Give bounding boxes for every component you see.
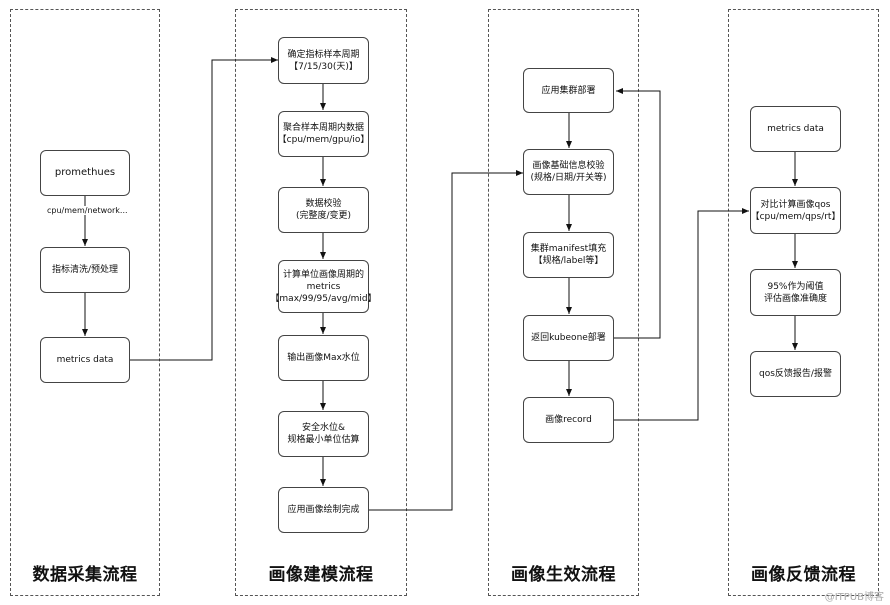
- node-threshold-eval: 95%作为阈值 评估画像准确度: [750, 269, 841, 316]
- lane-profile-feedback: 画像反馈流程: [728, 9, 879, 596]
- edge-draw-basecheck: [369, 170, 523, 511]
- edge-metrics-period: [130, 57, 278, 361]
- node-output-max: 输出画像Max水位: [278, 335, 369, 381]
- node-manifest-fill: 集群manifest填充 【规格/label等】: [523, 232, 614, 278]
- node-compute-metrics: 计算单位画像周期的 metrics 【max/99/95/avg/mid】: [270, 260, 377, 313]
- node-metrics-data-feedback: metrics data: [750, 106, 841, 152]
- node-sample-period: 确定指标样本周期 【7/15/30(天)】: [278, 37, 369, 84]
- lane-title-effect: 画像生效流程: [511, 565, 616, 585]
- node-metrics-data: metrics data: [40, 337, 130, 383]
- edge-record-qos: [614, 208, 749, 421]
- node-safety-level: 安全水位& 规格最小单位估算: [278, 411, 369, 457]
- edge-label-metrics-types: cpu/mem/network...: [47, 206, 128, 215]
- node-metric-cleaning: 指标清洗/预处理: [40, 247, 130, 293]
- node-qos-compare: 对比计算画像qos 【cpu/mem/qps/rt】: [750, 187, 841, 234]
- lane-data-collection: 数据采集流程: [10, 9, 160, 596]
- edge-kubeone-deploy: [614, 88, 661, 339]
- node-kubeone-deploy: 返回kubeone部署: [523, 315, 614, 361]
- node-qos-report: qos反馈报告/报警: [750, 351, 841, 397]
- node-data-validation: 数据校验 (完整度/变更): [278, 187, 369, 233]
- node-cluster-deploy: 应用集群部署: [523, 68, 614, 113]
- lane-title-feedback: 画像反馈流程: [751, 565, 856, 585]
- lane-profile-effect: 画像生效流程: [488, 9, 639, 596]
- lane-profile-modeling: 画像建模流程: [235, 9, 407, 596]
- node-aggregate-data: 聚合样本周期内数据 【cpu/mem/gpu/io】: [278, 111, 369, 157]
- lane-title-collection: 数据采集流程: [32, 565, 138, 585]
- node-prometheus: promethues: [40, 150, 130, 196]
- watermark: @ITPUB博客: [824, 592, 884, 603]
- node-profile-record: 画像record: [523, 397, 614, 443]
- node-base-check: 画像基础信息校验 (规格/日期/开关等): [523, 149, 614, 195]
- node-profile-drawn: 应用画像绘制完成: [278, 487, 369, 533]
- lane-title-modeling: 画像建模流程: [268, 565, 374, 585]
